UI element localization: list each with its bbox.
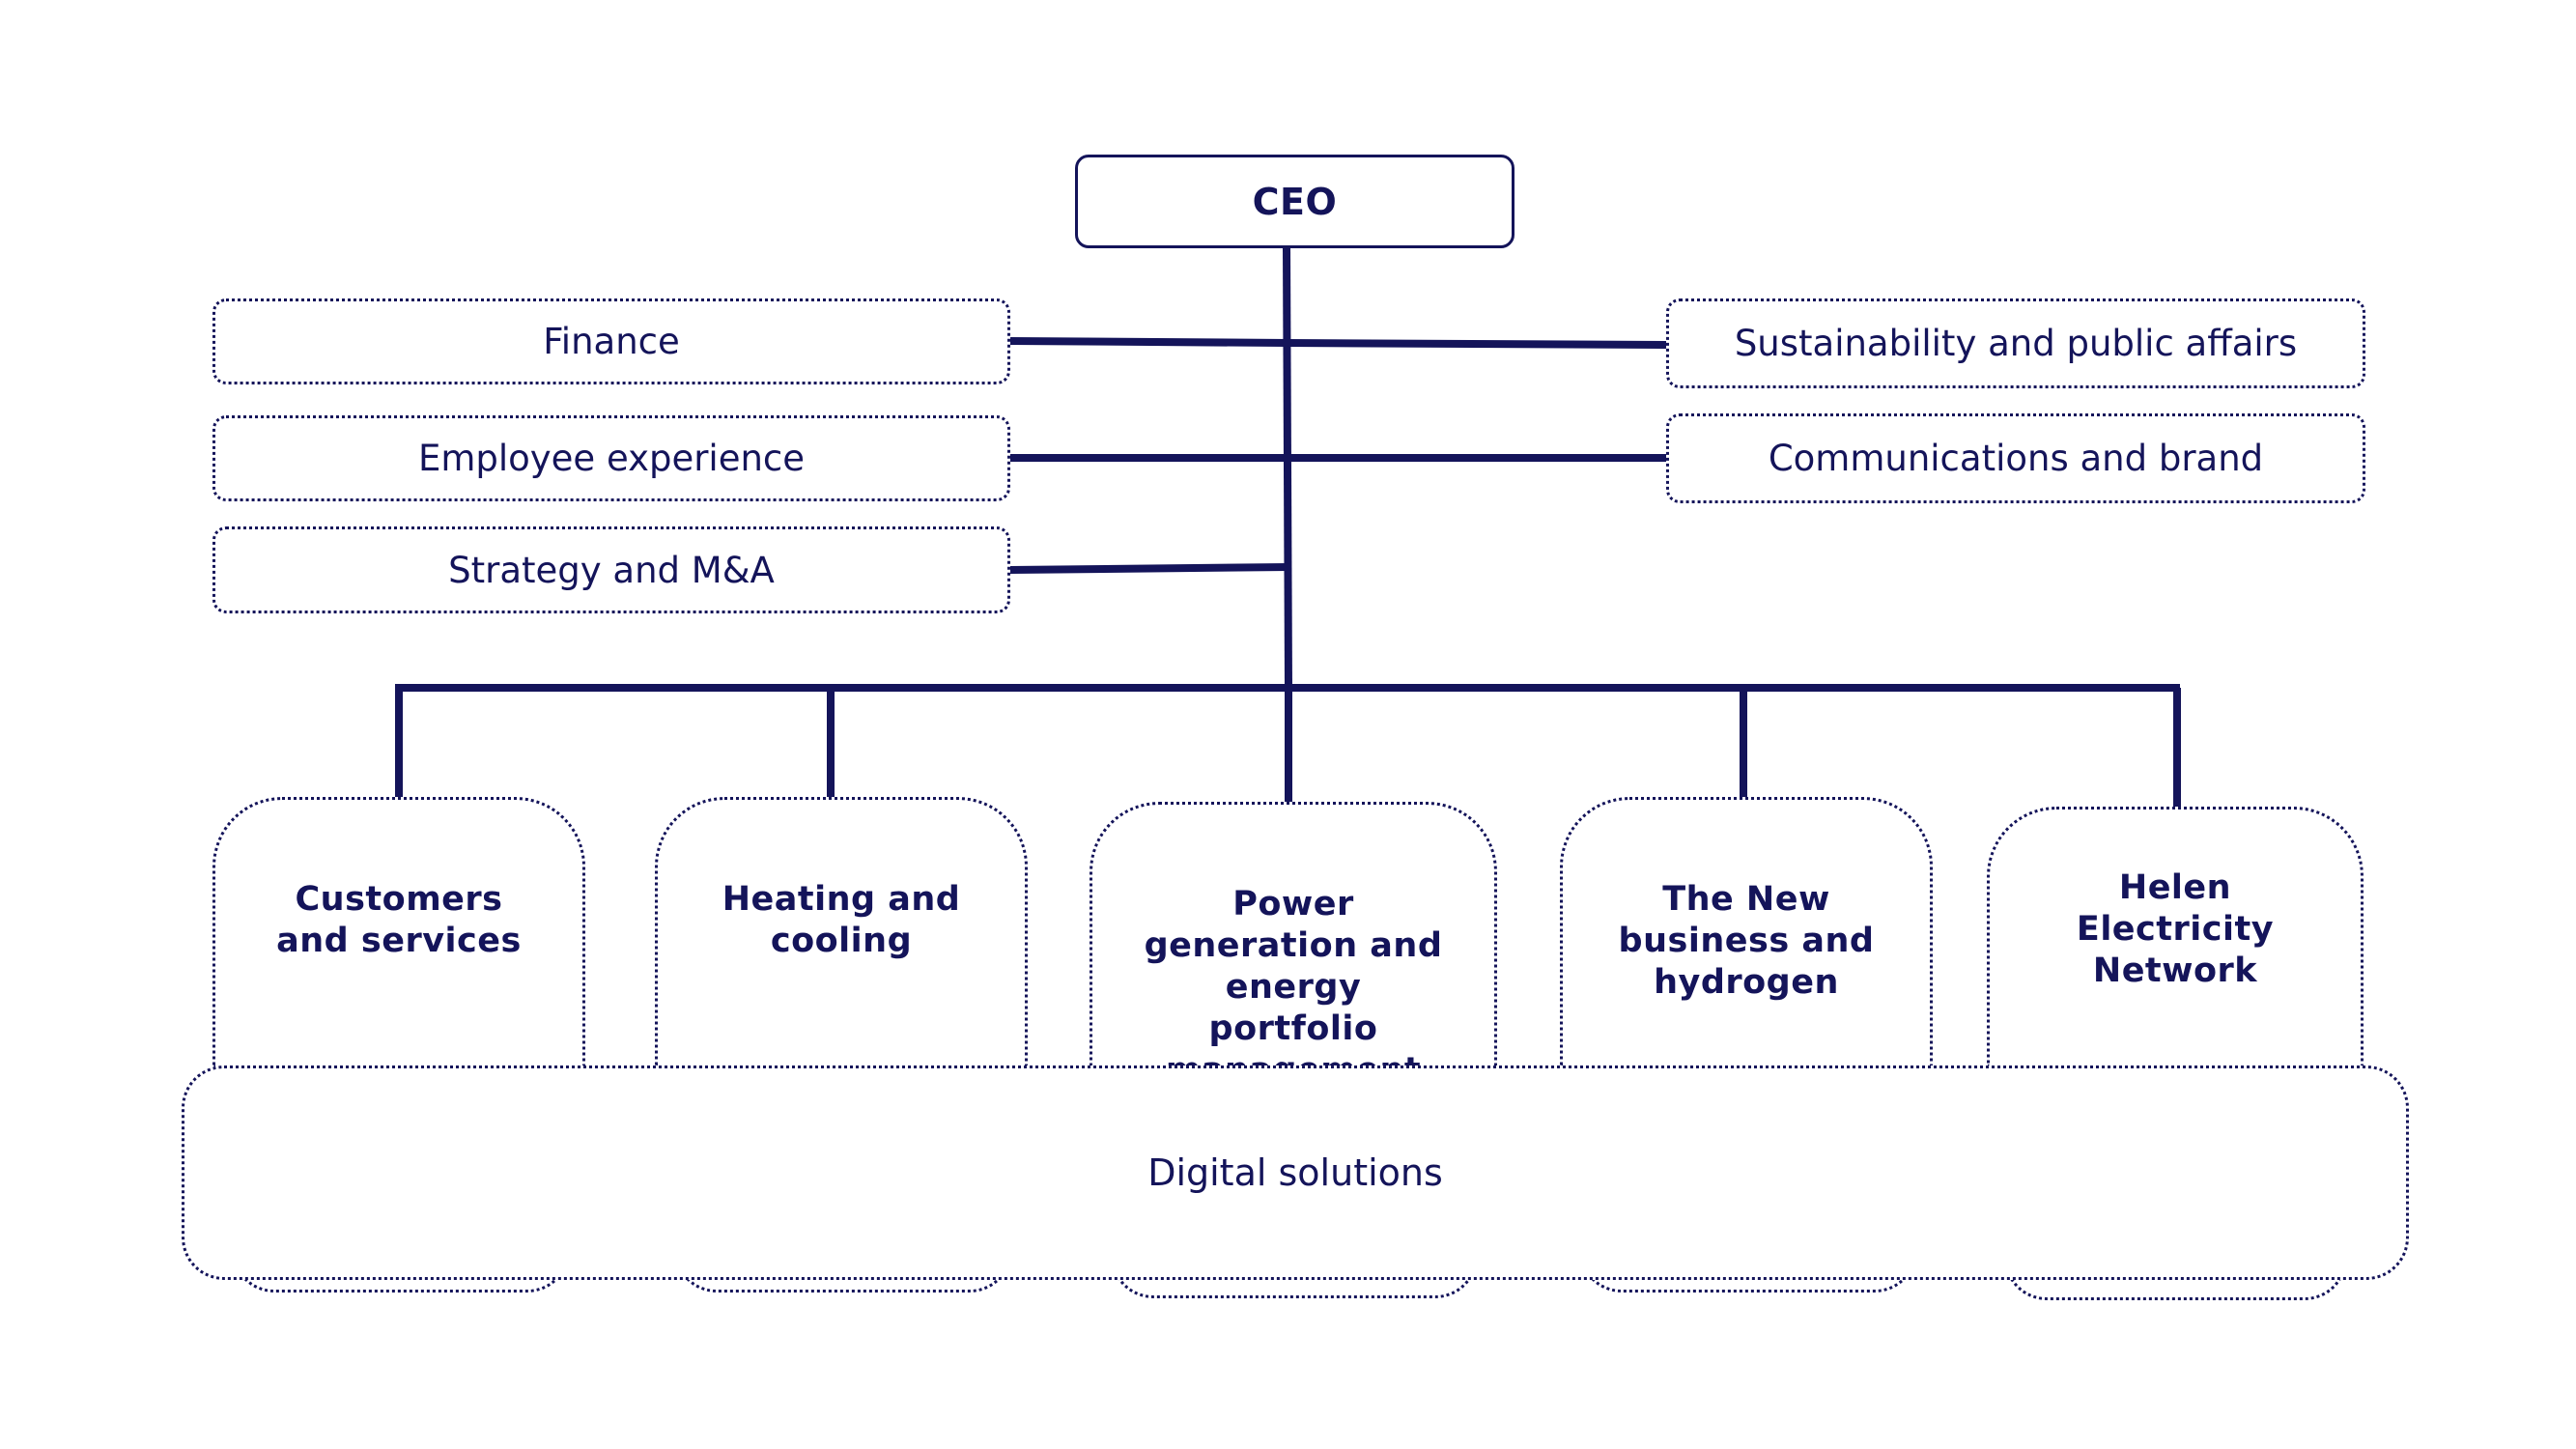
finance-label: Finance <box>543 321 680 362</box>
business-unit-label: Power generation and energy portfolio ma… <box>1144 885 1443 1090</box>
business-unit-box: Helen Electricity Network <box>1987 807 2364 1067</box>
business-unit-label: The New business and hydrogen <box>1618 880 1875 1002</box>
digital-solutions-label: Digital solutions <box>1147 1151 1443 1194</box>
strategy-box: Strategy and M&A <box>212 526 1010 613</box>
digital-solutions-box: Digital solutions <box>182 1065 2409 1280</box>
ceo-label: CEO <box>1252 180 1338 223</box>
business-unit-box: Customers and services <box>212 797 585 1067</box>
strategy-connector <box>1009 563 1289 574</box>
business-unit-box: Power generation and energy portfolio ma… <box>1090 802 1497 1090</box>
business-unit-box: The New business and hydrogen <box>1560 797 1933 1067</box>
finance-connector <box>1009 337 1289 347</box>
sustainability-connector <box>1288 339 1667 349</box>
sustainability-label: Sustainability and public affairs <box>1734 323 2298 364</box>
strategy-label: Strategy and M&A <box>448 549 775 591</box>
finance-box: Finance <box>212 298 1010 384</box>
business-unit-label: Heating and cooling <box>722 880 961 960</box>
communications-label: Communications and brand <box>1768 438 2264 479</box>
business-unit-label: Helen Electricity Network <box>2076 868 2275 990</box>
ceo-trunk-line <box>1283 247 1292 689</box>
sustainability-box: Sustainability and public affairs <box>1666 298 2365 388</box>
business-unit-label: Customers and services <box>276 880 522 960</box>
communications-box: Communications and brand <box>1666 413 2365 503</box>
employee-experience-box: Employee experience <box>212 415 1010 501</box>
ceo-box: CEO <box>1075 155 1514 248</box>
business-unit-box: Heating and cooling <box>655 797 1028 1067</box>
employee-experience-label: Employee experience <box>417 438 806 479</box>
